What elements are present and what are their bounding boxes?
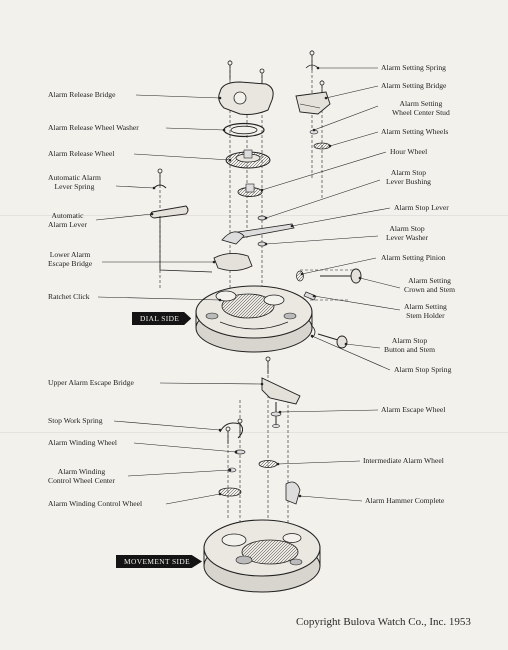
- label-alarm-winding-control-wheel: Alarm Winding Control Wheel: [48, 499, 143, 508]
- label-ratchet-click: Ratchet Click: [48, 292, 90, 301]
- movement-side-tag: MOVEMENT SIDE: [116, 555, 203, 568]
- alarm-winding-control-wheel-part: [218, 487, 242, 497]
- alarm-setting-bridge-part: [295, 91, 331, 115]
- label-alarm-setting-pinion: Alarm Setting Pinion: [381, 253, 446, 262]
- screw-icon: [157, 168, 163, 186]
- copyright-notice: Copyright Bulova Watch Co., Inc. 1953: [296, 616, 471, 628]
- label-alarm-setting-wheels: Alarm Setting Wheels: [381, 127, 449, 136]
- paper-fold-line: [0, 215, 508, 216]
- label-alarm-setting-spring: Alarm Setting Spring: [381, 63, 446, 72]
- label-alarm-release-wheel: Alarm Release Wheel: [48, 149, 115, 158]
- label-hour-wheel: Hour Wheel: [390, 147, 428, 156]
- dial-side-plate: [195, 285, 313, 353]
- alarm-release-wheel-part: [225, 149, 271, 169]
- alarm-escape-wheel-part: [270, 402, 282, 428]
- movement-side-plate: [203, 519, 321, 593]
- label-lower-alarm-escape-bridge: Lower Alarm Escape Bridge: [48, 250, 93, 268]
- leader-lines-left: [95, 94, 264, 505]
- label-alarm-winding-wheel: Alarm Winding Wheel: [48, 438, 118, 447]
- label-alarm-stop-lever-bushing: Alarm Stop Lever Bushing: [386, 168, 431, 186]
- label-alarm-setting-stem-holder: Alarm Setting Stem Holder: [404, 302, 447, 320]
- alarm-stop-lever-part: [237, 223, 295, 239]
- intermediate-alarm-wheel-part: [258, 460, 278, 468]
- screws: [157, 50, 325, 444]
- hour-wheel-part: [237, 183, 263, 197]
- label-alarm-stop-lever: Alarm Stop Lever: [394, 203, 449, 212]
- stop-work-spring-part: [219, 422, 244, 439]
- alarm-hammer-part: [285, 481, 301, 505]
- label-alarm-release-bridge: Alarm Release Bridge: [48, 90, 116, 99]
- label-alarm-stop-lever-washer: Alarm Stop Lever Washer: [386, 224, 429, 242]
- automatic-alarm-lever-part: [149, 205, 189, 219]
- label-alarm-stop-button-and-stem: Alarm Stop Button and Stem: [384, 336, 436, 354]
- label-alarm-release-wheel-washer: Alarm Release Wheel Washer: [48, 123, 139, 132]
- label-alarm-escape-wheel: Alarm Escape Wheel: [381, 405, 446, 414]
- upper-alarm-escape-bridge-part: [261, 377, 301, 405]
- screw-icon: [309, 50, 315, 70]
- label-alarm-setting-crown-and-stem: Alarm Setting Crown and Stem: [404, 276, 456, 294]
- screw-icon: [225, 426, 231, 444]
- label-upper-alarm-escape-bridge: Upper Alarm Escape Bridge: [48, 378, 134, 387]
- dial-side-tag: DIAL SIDE: [132, 312, 192, 325]
- leader-lines-right: [260, 66, 401, 502]
- label-alarm-stop-spring: Alarm Stop Spring: [394, 365, 452, 374]
- lower-alarm-escape-bridge-part: [213, 253, 253, 271]
- alarm-stop-button-part: [317, 333, 348, 349]
- screw-icon: [265, 356, 271, 374]
- alarm-setting-crown-part: [320, 268, 362, 284]
- label-alarm-setting-bridge: Alarm Setting Bridge: [381, 81, 447, 90]
- label-alarm-hammer-complete: Alarm Hammer Complete: [365, 496, 445, 505]
- label-automatic-alarm-lever: Automatic Alarm Lever: [48, 211, 88, 229]
- label-alarm-winding-control-wheel-center: Alarm Winding Control Wheel Center: [48, 467, 115, 485]
- paper-fold-line: [0, 432, 508, 433]
- label-stop-work-spring: Stop Work Spring: [48, 416, 103, 425]
- screw-icon: [227, 60, 233, 80]
- label-automatic-alarm-lever-spring: Automatic Alarm Lever Spring: [48, 173, 101, 191]
- label-intermediate-alarm-wheel: Intermediate Alarm Wheel: [363, 456, 444, 465]
- label-alarm-setting-wheel-center-stud: Alarm Setting Wheel Center Stud: [392, 99, 450, 117]
